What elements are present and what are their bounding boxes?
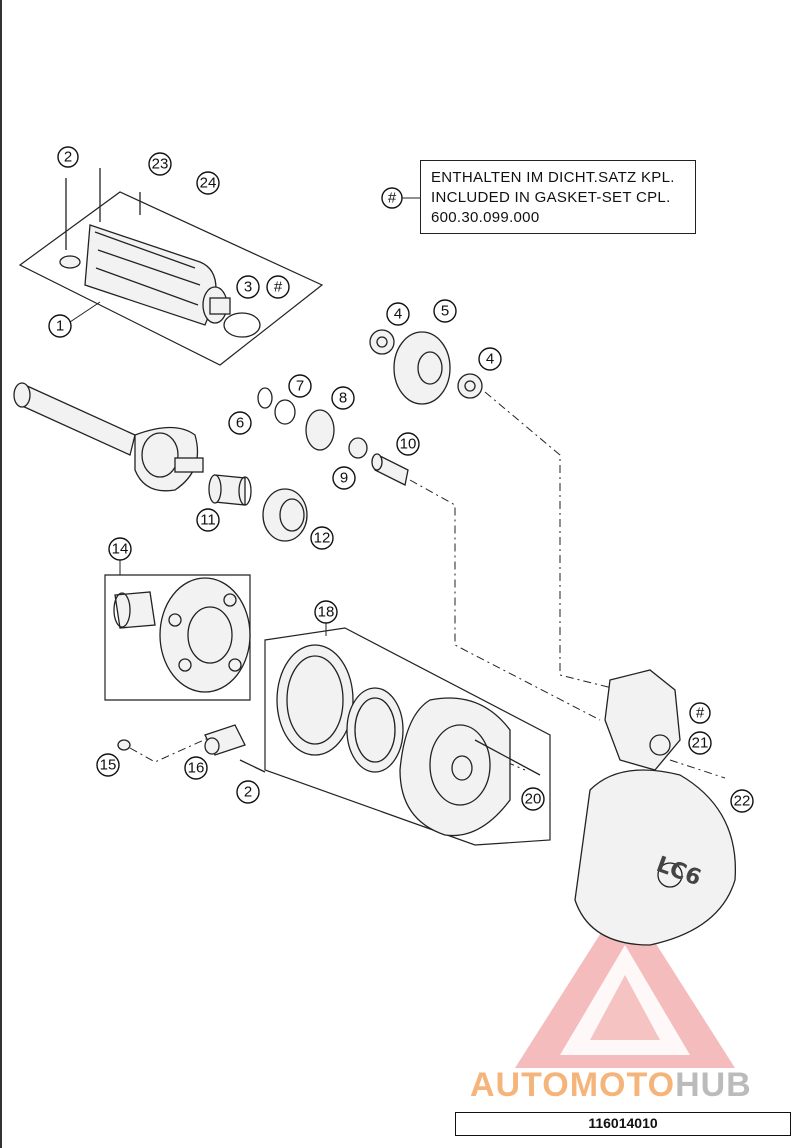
callout-18: 18: [314, 600, 338, 624]
svg-text:11: 11: [200, 512, 216, 529]
callout-24: 24: [196, 171, 220, 195]
svg-text:15: 15: [100, 757, 117, 774]
svg-text:22: 22: [734, 793, 751, 810]
small-parts: [257, 387, 409, 486]
watermark-text-automoto: AUTOMOTO: [470, 1066, 676, 1104]
watermark-text: AUTOMOTOHUB: [470, 1066, 800, 1106]
callout-4a: 4: [386, 302, 410, 326]
callout-15: 15: [96, 753, 120, 777]
gear-12: [262, 488, 308, 542]
starter-gear-box: [104, 574, 251, 701]
callout-21: 21: [688, 731, 712, 755]
svg-text:7: 7: [296, 378, 304, 395]
callout-6: 6: [228, 411, 252, 435]
svg-text:9: 9: [340, 470, 348, 487]
svg-text:4: 4: [486, 351, 494, 368]
intermediate-gear-5: [369, 329, 483, 405]
callout-10: 10: [396, 432, 420, 456]
svg-text:#: #: [388, 190, 397, 207]
svg-text:12: 12: [314, 530, 331, 547]
starter-gear-14: [104, 574, 251, 701]
callout-23: 23: [148, 152, 172, 176]
crankshaft: [13, 382, 204, 492]
svg-text:18: 18: [318, 604, 335, 621]
reference-number: 116014010: [455, 1112, 791, 1136]
note-line-german: ENTHALTEN IM DICHT.SATZ KPL.: [431, 169, 675, 186]
callout-1: 1: [48, 314, 72, 338]
svg-text:3: 3: [244, 279, 252, 296]
callout-12: 12: [310, 526, 334, 550]
callout-9: 9: [332, 466, 356, 490]
svg-text:21: 21: [692, 735, 709, 752]
page-border: [0, 0, 2, 1148]
note-part-number: 600.30.099.000: [431, 209, 540, 226]
svg-text:20: 20: [525, 791, 542, 808]
callout-14: 14: [108, 537, 132, 561]
callout-20: 20: [521, 787, 545, 811]
callout-22: 22: [730, 789, 754, 813]
callout-hash-note: #: [381, 187, 403, 209]
svg-text:1: 1: [56, 318, 64, 335]
callout-2c: 2: [236, 780, 260, 804]
flywheel-18: [264, 627, 551, 846]
watermark-text-hub: HUB: [675, 1066, 752, 1104]
ignition-cover: LC6: [574, 669, 737, 946]
callout-7: 7: [288, 374, 312, 398]
starter-motor: [18, 168, 324, 366]
callout-4b: 4: [478, 347, 502, 371]
callout-2a: 2: [57, 146, 79, 168]
svg-text:24: 24: [200, 175, 217, 192]
svg-text:5: 5: [441, 303, 449, 320]
callout-5: 5: [433, 299, 457, 323]
callout-3: 3: [236, 275, 260, 299]
flywheel-box: [264, 627, 551, 846]
svg-text:6: 6: [236, 415, 244, 432]
svg-text:2: 2: [64, 149, 72, 166]
watermark-logo: [515, 895, 735, 1068]
svg-text:#: #: [696, 705, 705, 722]
starter-motor-box: [18, 191, 324, 366]
svg-text:23: 23: [152, 156, 169, 173]
svg-text:4: 4: [394, 306, 402, 323]
gasket-set-note: ENTHALTEN IM DICHT.SATZ KPL. INCLUDED IN…: [420, 160, 696, 234]
svg-text:#: #: [274, 279, 283, 296]
callout-8: 8: [331, 386, 355, 410]
needle-bearing-11: [208, 474, 252, 506]
freewheel-parts: [117, 724, 266, 773]
svg-text:16: 16: [188, 760, 205, 777]
svg-text:2: 2: [244, 784, 252, 801]
callout-11: 11: [196, 508, 220, 532]
svg-text:10: 10: [400, 436, 417, 453]
callout-16: 16: [184, 756, 208, 780]
callout-hash-cover: #: [689, 702, 711, 724]
svg-text:14: 14: [112, 541, 129, 558]
note-line-english: INCLUDED IN GASKET-SET CPL.: [431, 189, 671, 206]
callout-3-hash: #: [266, 275, 290, 299]
svg-text:8: 8: [339, 390, 347, 407]
